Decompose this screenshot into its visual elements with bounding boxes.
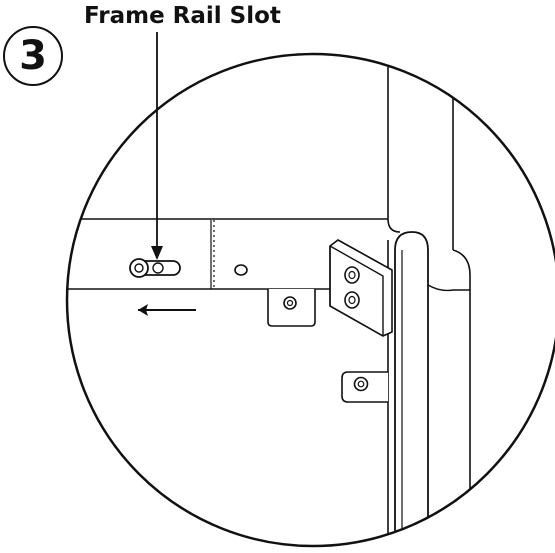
rail-slot xyxy=(129,258,181,278)
callout-label: Frame Rail Slot xyxy=(84,3,281,29)
side-tab-bracket xyxy=(341,371,388,403)
callout-leader xyxy=(151,32,163,260)
lower-tab-bracket xyxy=(267,289,316,327)
detail-contents xyxy=(67,58,471,546)
arrow-left-icon xyxy=(138,304,196,316)
step-number-badge: 3 xyxy=(3,26,63,86)
angle-bracket xyxy=(329,239,393,337)
step-number: 3 xyxy=(19,33,47,79)
detail-circle xyxy=(65,52,555,548)
rail-hole xyxy=(234,264,248,276)
vertical-post xyxy=(387,58,471,546)
